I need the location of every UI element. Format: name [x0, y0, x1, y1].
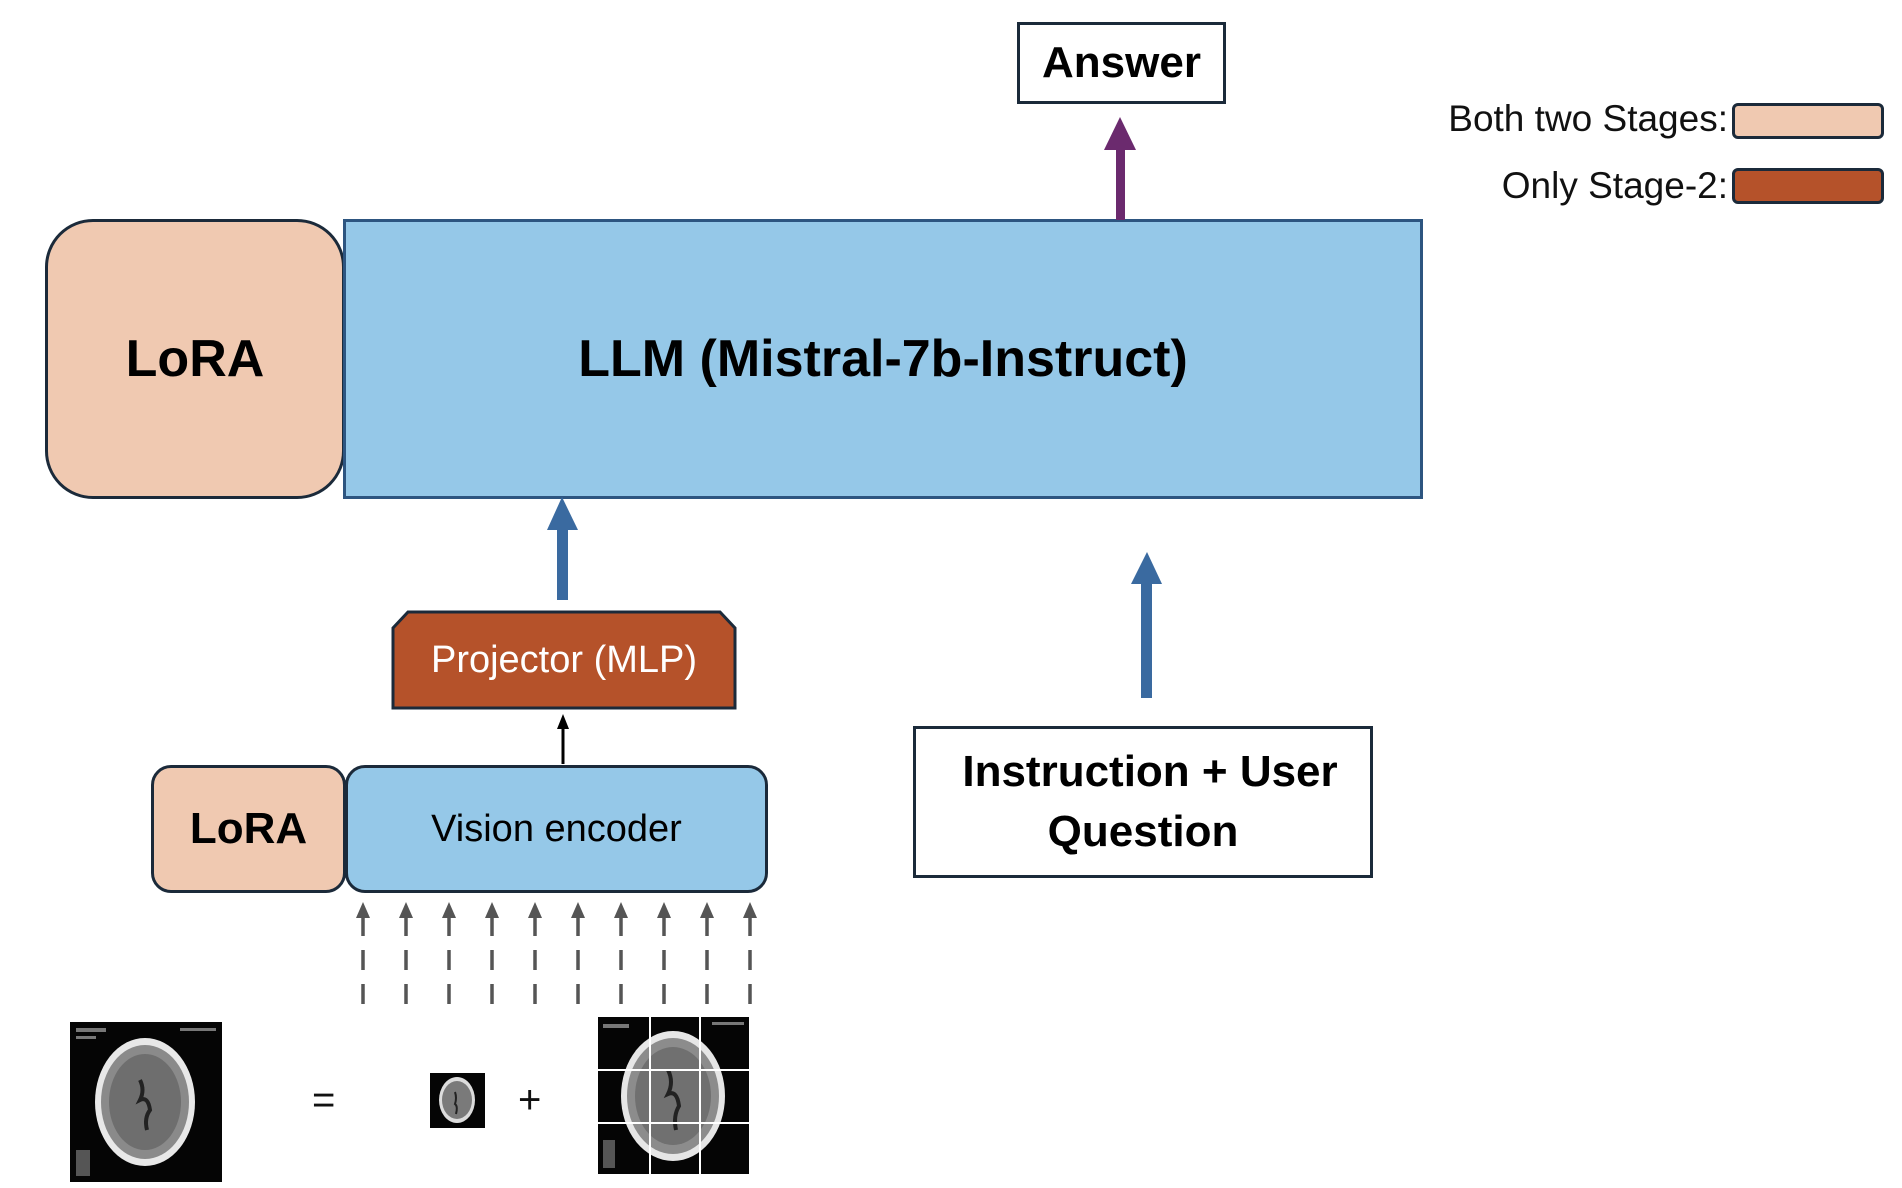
- llm-box: LLM (Mistral-7b-Instruct): [343, 219, 1423, 499]
- vision-encoder-box: Vision encoder: [345, 765, 768, 893]
- patch-arrow-2: [399, 902, 413, 1004]
- ct-scan-grid-image: [598, 1017, 749, 1174]
- patch-arrow-10: [743, 902, 757, 1004]
- patch-arrow-4: [485, 902, 499, 1004]
- instruction-to-llm-arrow: [1131, 552, 1162, 698]
- patch-arrow-7: [614, 902, 628, 1004]
- patch-arrow-9: [700, 902, 714, 1004]
- patch-arrow-3: [442, 902, 456, 1004]
- instruction-line2: Question: [1047, 807, 1239, 856]
- projector-shape: [391, 610, 737, 710]
- plus-sign: +: [518, 1078, 542, 1122]
- projector-box: Projector (MLP): [393, 612, 735, 708]
- legend-only-stage2-swatch: [1732, 168, 1884, 204]
- patch-arrow-6: [571, 902, 585, 1004]
- equals-sign: =: [312, 1078, 336, 1122]
- instruction-box: Instruction + User Question: [913, 726, 1373, 878]
- vision-encoder-label: Vision encoder: [431, 807, 682, 850]
- encoder-to-projector-arrow: [557, 714, 569, 764]
- patch-arrow-5: [528, 902, 542, 1004]
- legend-only-stage2-label: Only Stage-2:: [1501, 165, 1728, 206]
- vision-lora-label: LoRA: [189, 804, 308, 853]
- llm-to-answer-arrow: [1104, 117, 1136, 220]
- legend-both-stages-swatch: [1732, 103, 1884, 139]
- answer-label: Answer: [1042, 38, 1201, 87]
- llm-lora-label: LoRA: [125, 330, 265, 388]
- answer-box: Answer: [1017, 22, 1226, 104]
- legend-both-stages-label: Both two Stages:: [1448, 98, 1728, 139]
- vision-lora-box: LoRA: [151, 765, 346, 893]
- ct-scan-full-image: [70, 1022, 222, 1182]
- patch-arrows: [356, 902, 757, 1004]
- legend: Both two Stages: Only Stage-2:: [1380, 95, 1890, 215]
- patch-arrow-8: [657, 902, 671, 1004]
- projector-label: Projector (MLP): [430, 638, 698, 681]
- llm-lora-box: LoRA: [45, 219, 345, 499]
- ct-scan-thumbnail: [430, 1073, 485, 1128]
- projector-to-llm-arrow: [547, 497, 578, 600]
- patch-arrow-1: [356, 902, 370, 1004]
- llm-label: LLM (Mistral-7b-Instruct): [578, 330, 1188, 388]
- instruction-line1: Instruction + User: [962, 747, 1338, 796]
